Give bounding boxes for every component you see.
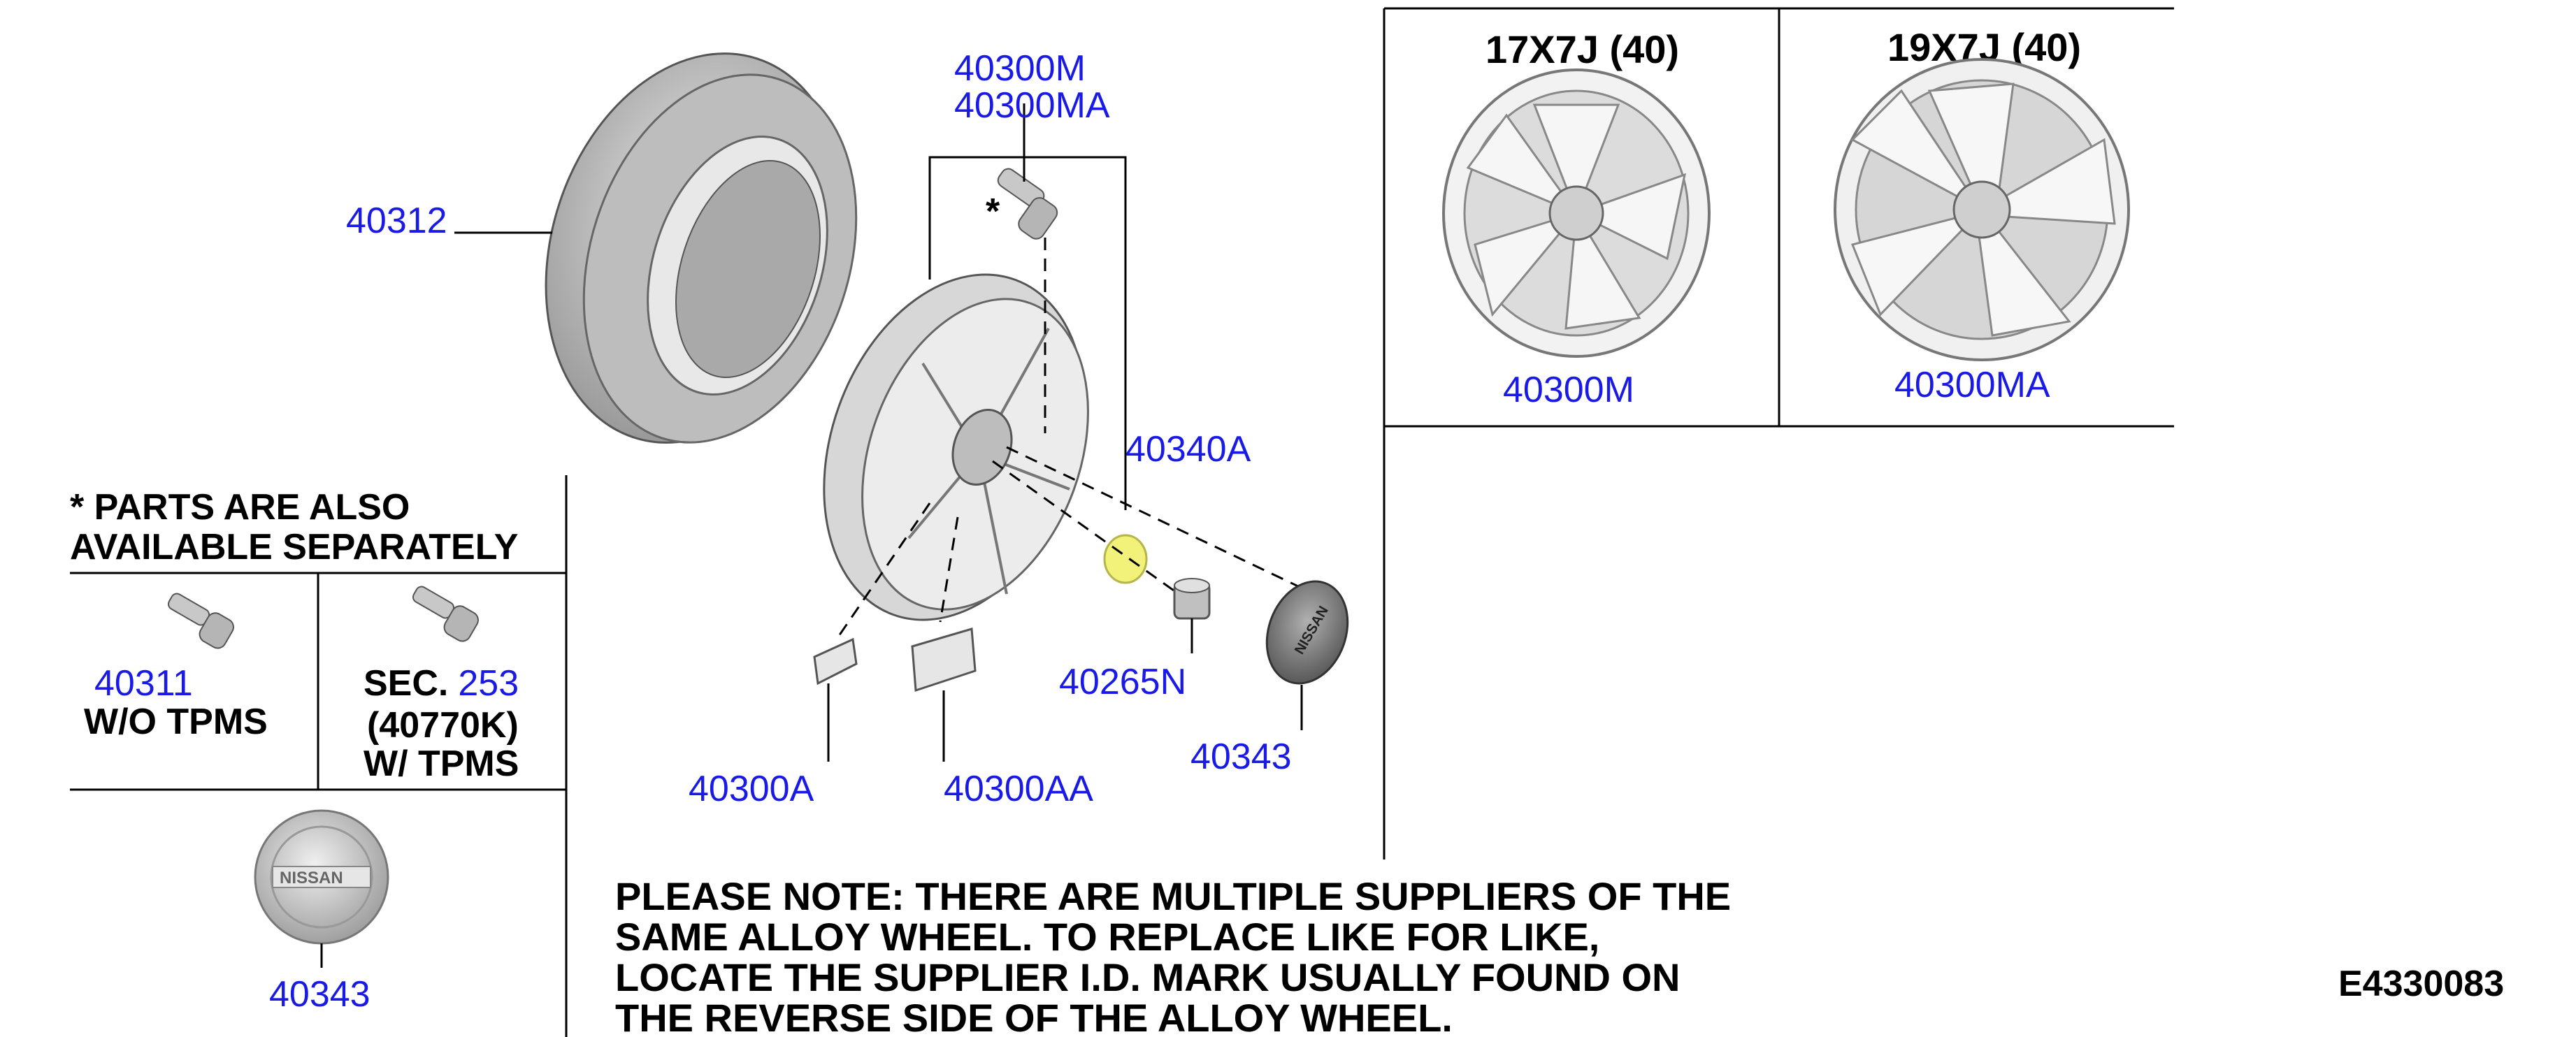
wheel-option-right-image	[1834, 58, 2130, 361]
bracket-wheel	[928, 156, 1127, 510]
note-line1: PLEASE NOTE: THERE ARE MULTIPLE SUPPLIER…	[615, 874, 1731, 918]
diagram-code: E4330083	[2338, 964, 2504, 1004]
sec-number[interactable]: 253	[458, 663, 519, 704]
valve-with-tpms-desc: W/ TPMS	[364, 744, 519, 784]
asterisk-mark: *	[986, 191, 1000, 232]
dash-weight-a	[837, 502, 931, 637]
wheel-option-left-part[interactable]: 40300M	[1503, 370, 1634, 410]
part-label-center-cap[interactable]: 40343	[1190, 737, 1292, 777]
weight-aa-illustration	[911, 628, 977, 692]
valve-with-tpms-illustration	[412, 586, 479, 642]
part-label-valve-without-tpms[interactable]: 40311	[94, 663, 193, 704]
cap-brand-text-separate: NISSAN	[280, 869, 343, 887]
wheel-option-right-part[interactable]: 40300MA	[1894, 365, 2050, 405]
note-line3: LOCATE THE SUPPLIER I.D. MARK USUALLY FO…	[615, 955, 1680, 999]
balance-weight-highlight	[1103, 534, 1148, 584]
center-cap-separate-illustration: NISSAN	[254, 809, 389, 945]
part-label-weight-aa[interactable]: 40300AA	[944, 769, 1093, 809]
valve-without-tpms-illustration	[167, 593, 234, 649]
part-label-weight-a[interactable]: 40300A	[689, 769, 814, 809]
tire-illustration	[545, 52, 858, 444]
sec-part-ref: (40770K)	[367, 705, 519, 746]
part-label-wheel-nut[interactable]: 40265N	[1059, 662, 1186, 702]
part-label-wheel-ma[interactable]: 40300MA	[954, 85, 1110, 126]
weight-a-illustration	[813, 637, 858, 686]
valve-stem-illustration	[997, 168, 1058, 240]
separate-note-line2: AVAILABLE SEPARATELY	[70, 527, 518, 567]
part-label-center-cap-separate[interactable]: 40343	[269, 974, 370, 1015]
valve-without-tpms-desc: W/O TPMS	[84, 702, 268, 742]
dash-cap	[1006, 446, 1315, 595]
wheel-options-panel	[1383, 7, 2174, 860]
separate-note-line1: * PARTS ARE ALSO	[70, 487, 410, 528]
center-cap-illustration: NISSAN	[1265, 580, 1349, 685]
part-label-wheel-m[interactable]: 40300M	[954, 48, 1086, 89]
alloy-wheel-illustration	[823, 273, 1089, 621]
sec-reference[interactable]: SEC.253	[364, 663, 519, 704]
part-label-balance-weight[interactable]: 40340A	[1125, 429, 1251, 470]
dash-nut	[992, 460, 1189, 602]
wheel-option-left-image	[1442, 68, 1711, 358]
separate-parts-box	[70, 475, 568, 1037]
part-label-tire[interactable]: 40312	[346, 201, 447, 241]
sec-prefix: SEC.	[364, 663, 448, 704]
note-line2: SAME ALLOY WHEEL. TO REPLACE LIKE FOR LI…	[615, 915, 1599, 959]
note-line4: THE REVERSE SIDE OF THE ALLOY WHEEL.	[615, 996, 1453, 1037]
wheel-nut-illustration	[1173, 578, 1211, 620]
wheel-option-left-title: 17X7J (40)	[1485, 27, 1679, 71]
dash-weight-aa	[939, 516, 959, 623]
